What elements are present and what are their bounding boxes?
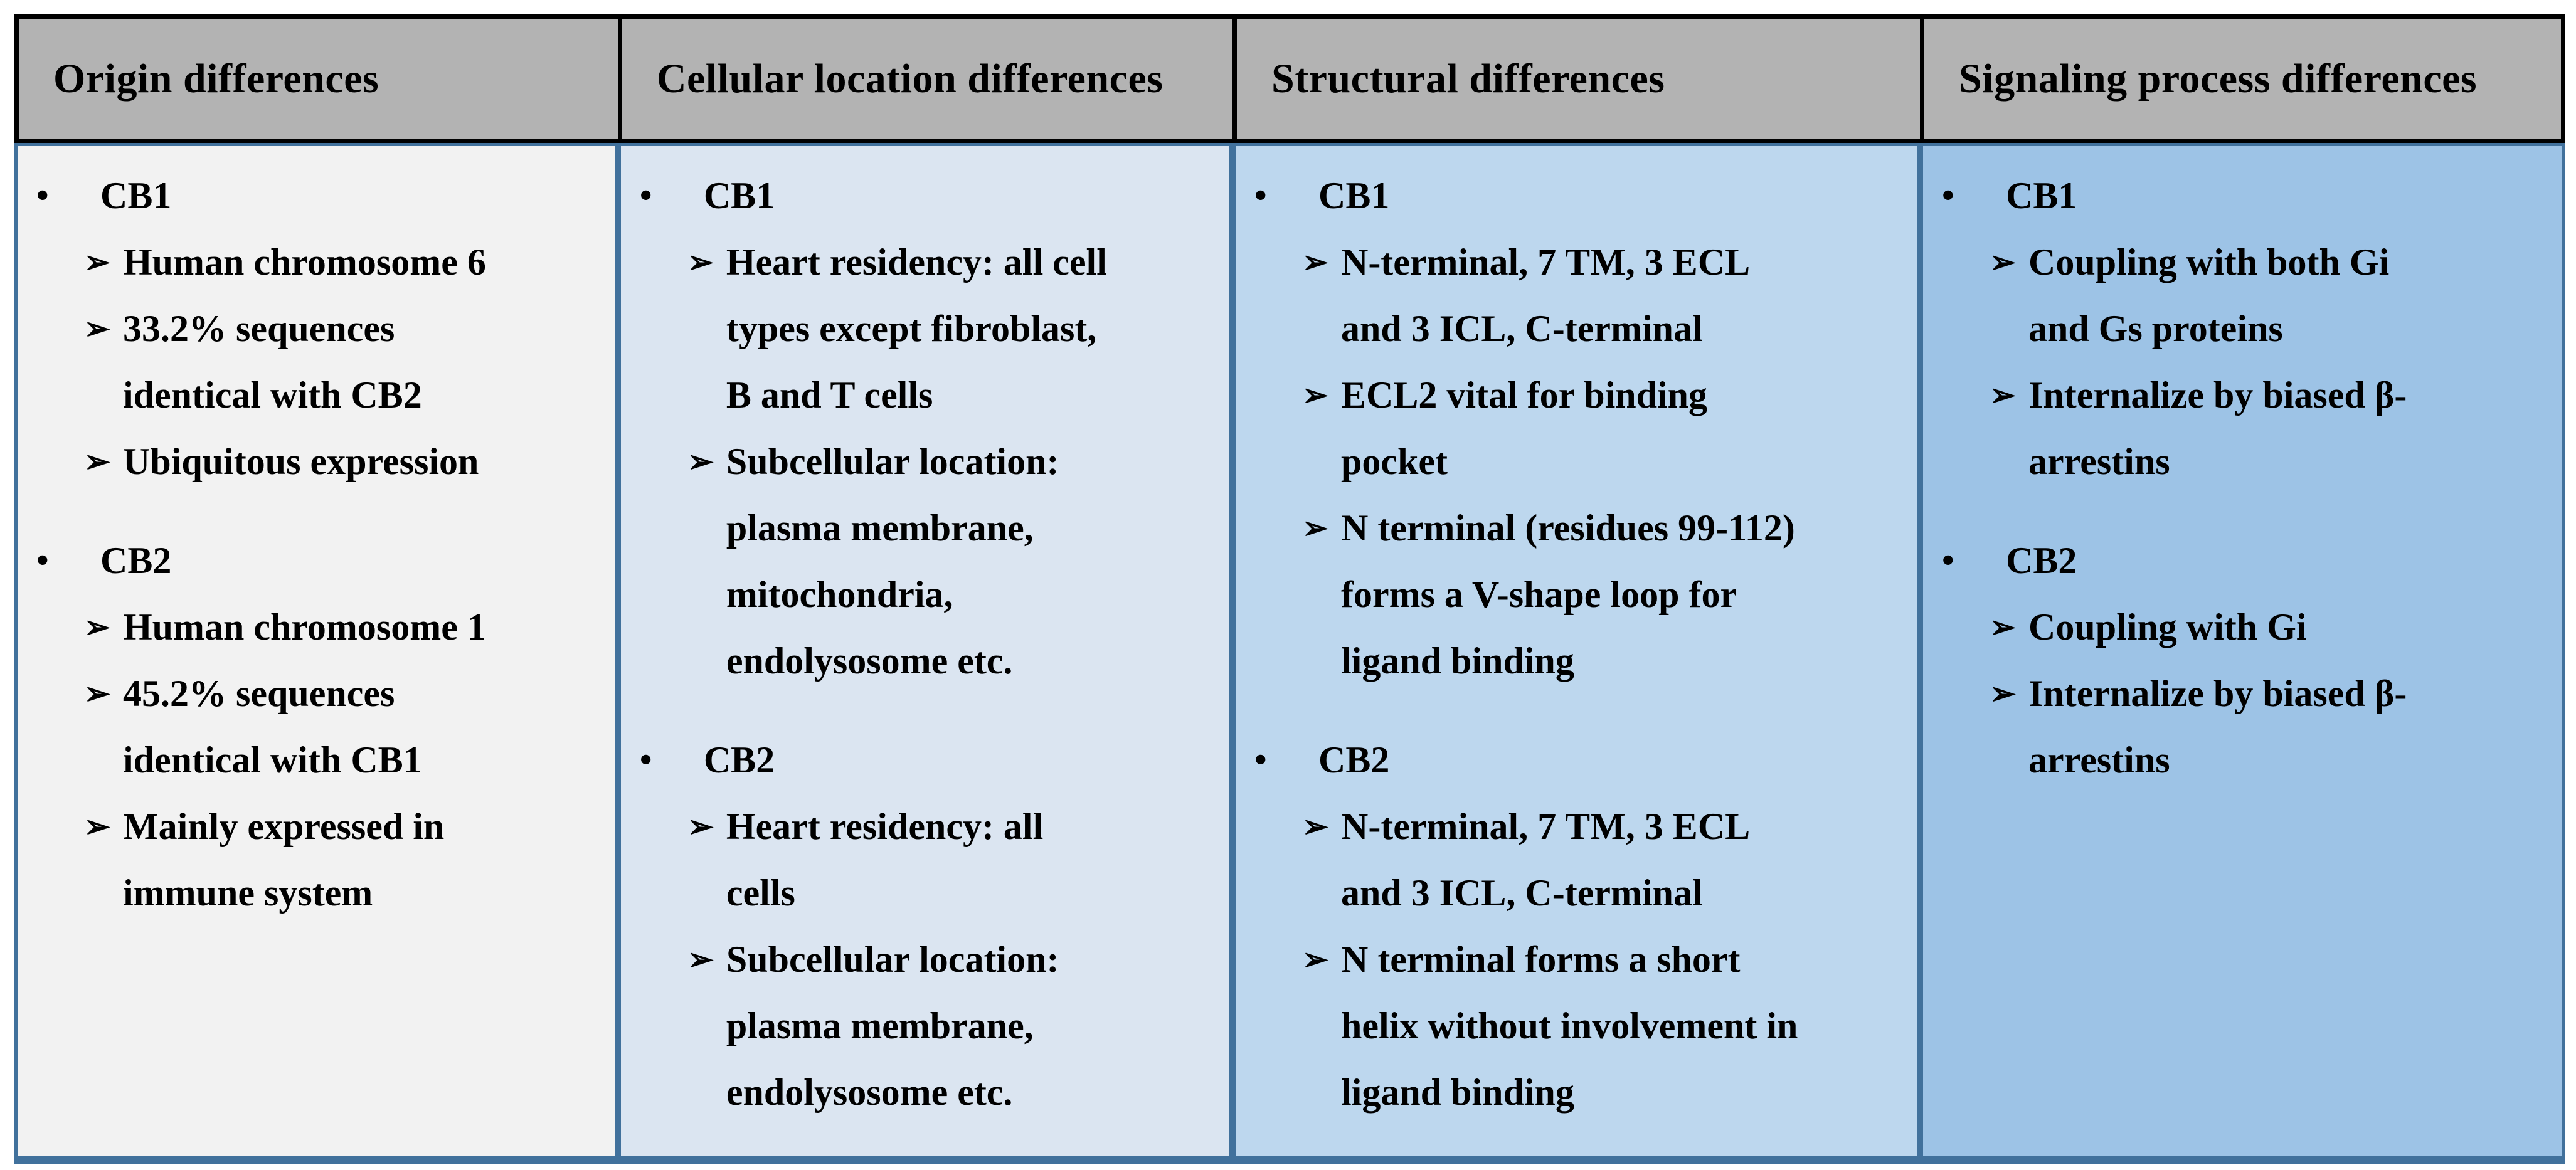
list-item: • CB1 [1236, 162, 1909, 229]
item-text: ECL2 vital for binding pocket [1340, 374, 1708, 482]
item-text: N terminal (residues 99-112) forms a V-s… [1340, 507, 1795, 682]
list-item: ➢ N-terminal, 7 TM, 3 ECL and 3 ICL, C-t… [1236, 793, 1909, 926]
item-text: N-terminal, 7 TM, 3 ECL and 3 ICL, C-ter… [1340, 806, 1751, 914]
list-item: • CB2 [1923, 527, 2555, 594]
bullet-icon: • [1254, 176, 1267, 215]
bullet-icon: • [36, 176, 49, 215]
list-item: ➢ Mainly expressed in immune system [18, 793, 607, 926]
item-text: Subcellular location: plasma membrane, m… [726, 441, 1059, 682]
cb1-cb2-comparison-table: Origin differences Cellular location dif… [14, 14, 2565, 1164]
item-text: Human chromosome 6 [123, 241, 486, 283]
arrow-bullet-icon: ➢ [1301, 809, 1328, 844]
arrow-bullet-icon: ➢ [1301, 245, 1328, 280]
list-item: ➢ N terminal forms a short helix without… [1236, 926, 1909, 1125]
list-item: ➢ 45.2% sequences identical with CB1 [18, 660, 607, 793]
arrow-bullet-icon: ➢ [1990, 676, 2016, 711]
item-text: Heart residency: all cells [726, 806, 1044, 914]
list-item: ➢ Heart residency: all cells [621, 793, 1222, 926]
list-item: ➢ Heart residency: all cell types except… [621, 229, 1222, 428]
list-item: ➢ ECL2 vital for binding pocket [1236, 362, 1909, 495]
list-item: • CB1 [621, 162, 1222, 229]
column-header-label: Structural differences [1271, 55, 1665, 102]
list-item: ➢ N-terminal, 7 TM, 3 ECL and 3 ICL, C-t… [1236, 229, 1909, 362]
item-text: N terminal forms a short helix without i… [1340, 939, 1798, 1113]
arrow-bullet-icon: ➢ [1990, 245, 2016, 280]
list-item: ➢ Internalize by biased β- arrestins [1923, 362, 2555, 495]
item-text: Human chromosome 1 [123, 606, 486, 648]
item-text: Subcellular location: plasma membrane, e… [726, 939, 1059, 1113]
arrow-bullet-icon: ➢ [84, 676, 110, 711]
item-text: Ubiquitous expression [123, 441, 479, 482]
item-text: CB1 [703, 175, 775, 216]
column-body-cellular-location: • CB1 ➢ Heart residency: all cell types … [617, 143, 1232, 1164]
bullet-icon: • [1942, 176, 1954, 215]
table-header-row: Origin differences Cellular location dif… [14, 14, 2565, 143]
list-item: • CB1 [18, 162, 607, 229]
arrow-bullet-icon: ➢ [1990, 609, 2016, 645]
arrow-bullet-icon: ➢ [84, 245, 110, 280]
list-item: • CB2 [621, 727, 1222, 793]
list-item: ➢ Subcellular location: plasma membrane,… [621, 926, 1222, 1125]
bullet-icon: • [1254, 740, 1267, 779]
bullet-icon: • [36, 541, 49, 580]
item-text: CB1 [1318, 175, 1390, 216]
column-header-signaling: Signaling process differences [1920, 14, 2565, 143]
list-item: ➢ Human chromosome 6 [18, 229, 607, 295]
item-text: Coupling with Gi [2028, 606, 2307, 648]
list-item: ➢ 33.2% sequences identical with CB2 [18, 295, 607, 428]
column-header-origin: Origin differences [14, 14, 618, 143]
arrow-bullet-icon: ➢ [687, 444, 714, 479]
bullet-icon: • [639, 740, 652, 779]
item-text: CB1 [2006, 175, 2077, 216]
item-text: CB2 [1318, 739, 1390, 781]
item-text: N-terminal, 7 TM, 3 ECL and 3 ICL, C-ter… [1340, 241, 1751, 349]
arrow-bullet-icon: ➢ [687, 809, 714, 844]
item-text: Internalize by biased β- arrestins [2028, 374, 2407, 482]
column-header-label: Cellular location differences [656, 55, 1163, 102]
column-body-origin: • CB1 ➢ Human chromosome 6 ➢ 33.2% seque… [14, 143, 618, 1164]
column-header-label: Origin differences [53, 55, 379, 102]
list-item: ➢ Coupling with Gi [1923, 594, 2555, 660]
column-body-signaling: • CB1 ➢ Coupling with both Gi and Gs pro… [1920, 143, 2565, 1164]
list-item: ➢ Coupling with both Gi and Gs proteins [1923, 229, 2555, 362]
item-text: CB2 [2006, 540, 2077, 581]
list-item: ➢ Internalize by biased β- arrestins [1923, 660, 2555, 793]
bullet-icon: • [1942, 541, 1954, 580]
column-header-cellular-location: Cellular location differences [617, 14, 1232, 143]
column-header-structural: Structural differences [1232, 14, 1921, 143]
arrow-bullet-icon: ➢ [1990, 377, 2016, 413]
list-item: • CB1 [1923, 162, 2555, 229]
list-item: • CB2 [1236, 727, 1909, 793]
bullet-icon: • [639, 176, 652, 215]
arrow-bullet-icon: ➢ [1301, 510, 1328, 545]
item-text: 45.2% sequences identical with CB1 [123, 673, 422, 781]
list-item: ➢ Ubiquitous expression [18, 428, 607, 495]
item-text: Coupling with both Gi and Gs proteins [2028, 241, 2390, 349]
list-item: ➢ Human chromosome 1 [18, 594, 607, 660]
arrow-bullet-icon: ➢ [84, 609, 110, 645]
table-body-row: • CB1 ➢ Human chromosome 6 ➢ 33.2% seque… [14, 143, 2565, 1164]
item-text: 33.2% sequences identical with CB2 [123, 308, 422, 416]
arrow-bullet-icon: ➢ [687, 245, 714, 280]
item-text: Mainly expressed in immune system [123, 806, 445, 914]
item-text: CB2 [703, 739, 775, 781]
item-text: Heart residency: all cell types except f… [726, 241, 1107, 416]
column-header-label: Signaling process differences [1959, 55, 2478, 102]
list-item: • CB2 [18, 527, 607, 594]
list-item: ➢ N terminal (residues 99-112) forms a V… [1236, 495, 1909, 694]
arrow-bullet-icon: ➢ [84, 311, 110, 346]
arrow-bullet-icon: ➢ [1301, 942, 1328, 977]
item-text: CB1 [100, 175, 172, 216]
arrow-bullet-icon: ➢ [1301, 377, 1328, 413]
list-item: ➢ Subcellular location: plasma membrane,… [621, 428, 1222, 694]
arrow-bullet-icon: ➢ [687, 942, 714, 977]
arrow-bullet-icon: ➢ [84, 809, 110, 844]
arrow-bullet-icon: ➢ [84, 444, 110, 479]
item-text: CB2 [100, 540, 172, 581]
column-body-structural: • CB1 ➢ N-terminal, 7 TM, 3 ECL and 3 IC… [1232, 143, 1921, 1164]
item-text: Internalize by biased β- arrestins [2028, 673, 2407, 781]
